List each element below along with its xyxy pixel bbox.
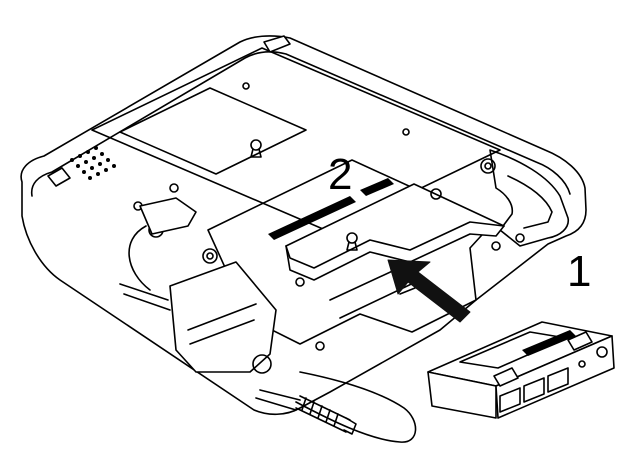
mounting-plate	[285, 183, 505, 281]
right-grip	[489, 149, 570, 247]
module-latch-right	[567, 331, 593, 351]
stylus-body	[119, 283, 301, 411]
speaker-grille	[70, 146, 116, 180]
module-latch-left	[493, 367, 519, 387]
callout-step-1: 1	[567, 247, 592, 296]
stylus-holder-slot	[187, 303, 257, 345]
module-jack	[578, 360, 586, 368]
expansion-module	[427, 321, 615, 419]
screws	[133, 82, 525, 351]
module-screw	[596, 346, 608, 358]
stylus-ribbed-tip	[295, 395, 357, 435]
stylus-assembly	[119, 197, 417, 443]
ethernet-ports	[499, 367, 569, 413]
module-connector-pins	[522, 330, 576, 356]
rear-top-panel	[91, 47, 501, 233]
bay-connector-right	[360, 178, 394, 196]
keyhole-upper	[250, 139, 262, 158]
callout-step-2: 2	[328, 150, 353, 199]
stylus-tether	[128, 225, 417, 443]
tablet-bumper-lip	[30, 51, 571, 197]
module-front	[427, 371, 497, 419]
docking-bay	[207, 159, 505, 345]
mounting-plate-edge	[285, 221, 505, 269]
right-grip-inner	[507, 175, 553, 229]
rear-label-plate	[119, 87, 307, 175]
tether-anchor	[252, 354, 272, 374]
left-latch	[47, 167, 71, 187]
plate-screw	[430, 188, 442, 200]
module-side	[495, 335, 615, 419]
bay-connector-left	[268, 196, 356, 240]
keyhole-plate	[346, 232, 358, 251]
tether-clip-body	[139, 197, 197, 235]
insert-direction-arrow	[387, 259, 471, 323]
top-latch	[263, 35, 291, 53]
